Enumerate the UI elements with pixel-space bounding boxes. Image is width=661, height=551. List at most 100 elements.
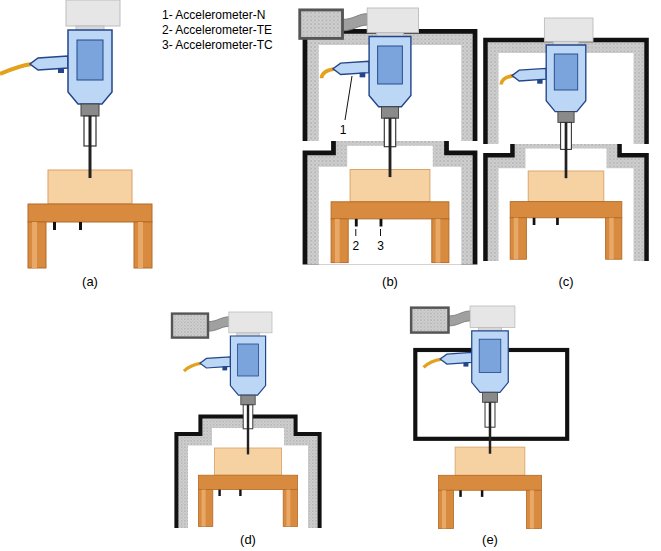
drill-trigger (58, 68, 64, 73)
table-leg-shade (138, 222, 143, 268)
drill-trigger (537, 79, 542, 84)
panel-label: (b) (382, 274, 398, 290)
drill-chuck (81, 104, 99, 116)
drill-body (546, 45, 586, 112)
sensor-key: 2- Accelerometer-TE (162, 23, 272, 37)
drill-inner (378, 46, 403, 84)
table-leg-shade (442, 490, 446, 528)
accelerometer (79, 222, 82, 230)
table-leg (510, 218, 526, 259)
test-panel (483, 18, 649, 261)
motor-housing (470, 306, 515, 328)
table-leg (527, 490, 542, 528)
drill-handle (333, 61, 369, 74)
test-panel (172, 312, 322, 528)
accelerometer (533, 218, 536, 225)
silencer-box (172, 314, 208, 338)
table-leg (283, 490, 297, 527)
table-leg (134, 222, 152, 268)
drill-inner (238, 344, 259, 376)
power-cord (322, 69, 335, 79)
panel-label: (c) (558, 274, 573, 290)
motor-housing (229, 312, 272, 333)
drill-chuck (558, 112, 574, 123)
accelerometer (459, 490, 461, 497)
table-leg-shade (335, 219, 340, 263)
drill-chuck (483, 392, 498, 402)
accelerometer (556, 218, 559, 225)
accelerometer (355, 219, 358, 227)
drill-inner (479, 339, 501, 372)
panel-label: (a) (82, 274, 98, 290)
table-leg-shade (202, 490, 206, 527)
drill-inner (554, 54, 577, 90)
table-leg (606, 218, 622, 259)
table-leg-shade (436, 219, 441, 263)
drill-bit (489, 402, 491, 453)
table-leg (198, 490, 212, 527)
drill-bit (89, 116, 92, 178)
drill-chuck (241, 395, 255, 405)
leader-line (380, 229, 381, 236)
sensor-key: 3- Accelerometer-TC (162, 38, 273, 52)
silencer-box (411, 308, 448, 333)
table-leg (439, 490, 454, 528)
drill-handle (512, 68, 546, 81)
motor-housing (66, 0, 120, 26)
table-top (331, 202, 449, 219)
test-panel (0, 0, 152, 268)
table-leg-shade (609, 218, 614, 259)
table-top (28, 204, 152, 222)
power-cord (501, 76, 514, 85)
drill-handle (30, 56, 68, 70)
drill-body (369, 37, 411, 107)
drill-body (68, 30, 112, 104)
drill-bit (389, 118, 392, 177)
drill-trigger (222, 366, 227, 370)
power-cord (0, 64, 32, 74)
panel-label: (e) (482, 532, 498, 548)
accelerometer (53, 222, 56, 230)
table-leg-shade (286, 490, 290, 527)
drill-bit (247, 405, 249, 455)
test-panel (300, 8, 478, 265)
panel-label: (d) (240, 532, 256, 548)
drill-inner (77, 40, 103, 80)
motor-housing (367, 8, 418, 33)
table-top (510, 202, 622, 218)
accelerometer (380, 219, 383, 227)
drill-bit (565, 122, 568, 178)
callout-number: 1 (340, 123, 347, 137)
exhaust-hose (208, 317, 229, 331)
leader-line (355, 229, 356, 236)
motor-housing (544, 18, 593, 41)
drill-body (230, 336, 265, 395)
power-cord (184, 363, 202, 371)
table-leg (432, 219, 449, 263)
callout-number: 2 (352, 239, 359, 253)
drill-handle (200, 357, 230, 368)
drill-trigger (463, 362, 468, 366)
table-top (198, 475, 297, 489)
table-leg-shade (530, 490, 534, 528)
exhaust-hose (343, 14, 368, 31)
drill-trigger (360, 73, 366, 78)
test-panel (411, 306, 567, 528)
drill-handle (440, 352, 472, 364)
drill-body (472, 331, 509, 392)
leader-line (345, 76, 352, 120)
table-leg (331, 219, 348, 263)
drill-chuck (381, 107, 398, 118)
silencer-box (300, 10, 343, 39)
sensor-key: 1- Accelerometer-N (162, 8, 265, 22)
callout-number: 3 (377, 239, 384, 253)
exhaust-hose (449, 311, 471, 326)
accelerometer (481, 490, 483, 497)
power-cord (424, 359, 442, 367)
accelerometer (239, 490, 241, 496)
table-leg-shade (514, 218, 519, 259)
accelerometer (218, 490, 220, 496)
table-leg (28, 222, 46, 268)
